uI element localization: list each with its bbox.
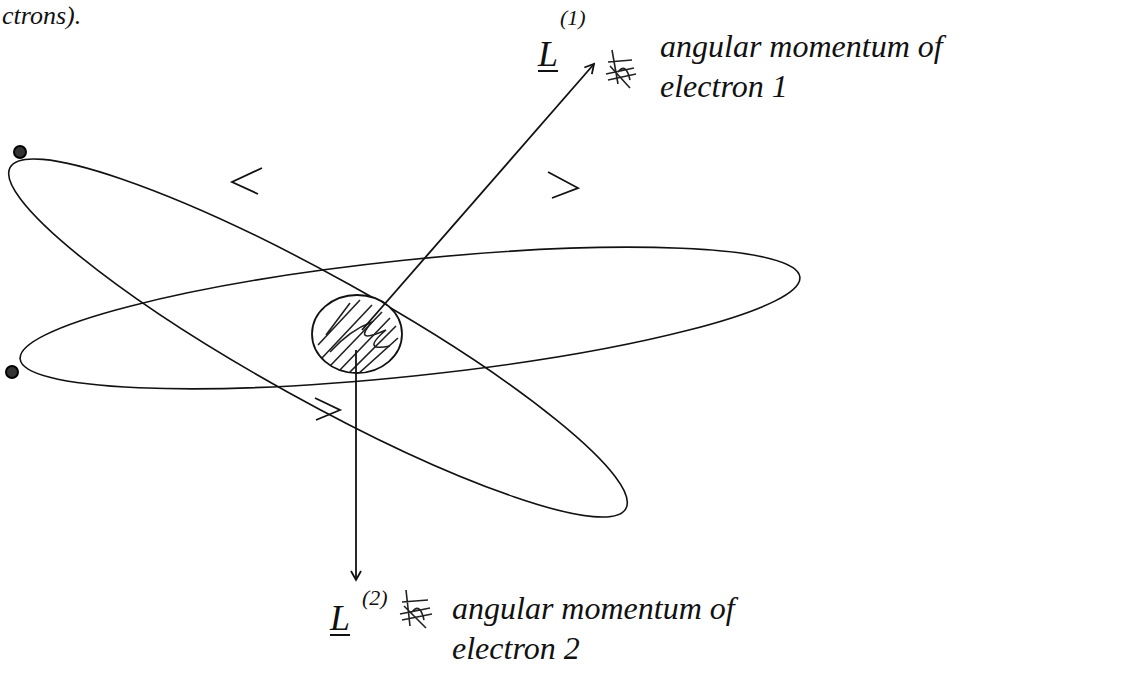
- vector-symbol: L: [538, 32, 558, 77]
- direction-mark: [315, 398, 340, 420]
- superscript-index: (1): [560, 4, 586, 32]
- superscript-index: (2): [362, 584, 388, 612]
- direction-mark: [232, 168, 262, 194]
- electron-2: [6, 366, 18, 378]
- vector-arrow: [355, 350, 357, 580]
- vector-symbol: L: [330, 596, 350, 641]
- crossed-out-scribble: [606, 50, 636, 88]
- orbit-2: [14, 219, 806, 416]
- electron-1: [14, 146, 26, 158]
- cut-off-text: ctrons).: [2, 0, 81, 33]
- orbit-1: [0, 113, 656, 563]
- crossed-out-scribble: [400, 590, 432, 628]
- vector-arrow: [362, 64, 594, 330]
- nucleus-hatching: [318, 300, 398, 374]
- annotation: angular momentum of electron 1: [660, 26, 960, 106]
- direction-mark: [548, 172, 578, 198]
- annotation: angular momentum of electron 2: [452, 588, 782, 668]
- nucleus: [312, 295, 402, 373]
